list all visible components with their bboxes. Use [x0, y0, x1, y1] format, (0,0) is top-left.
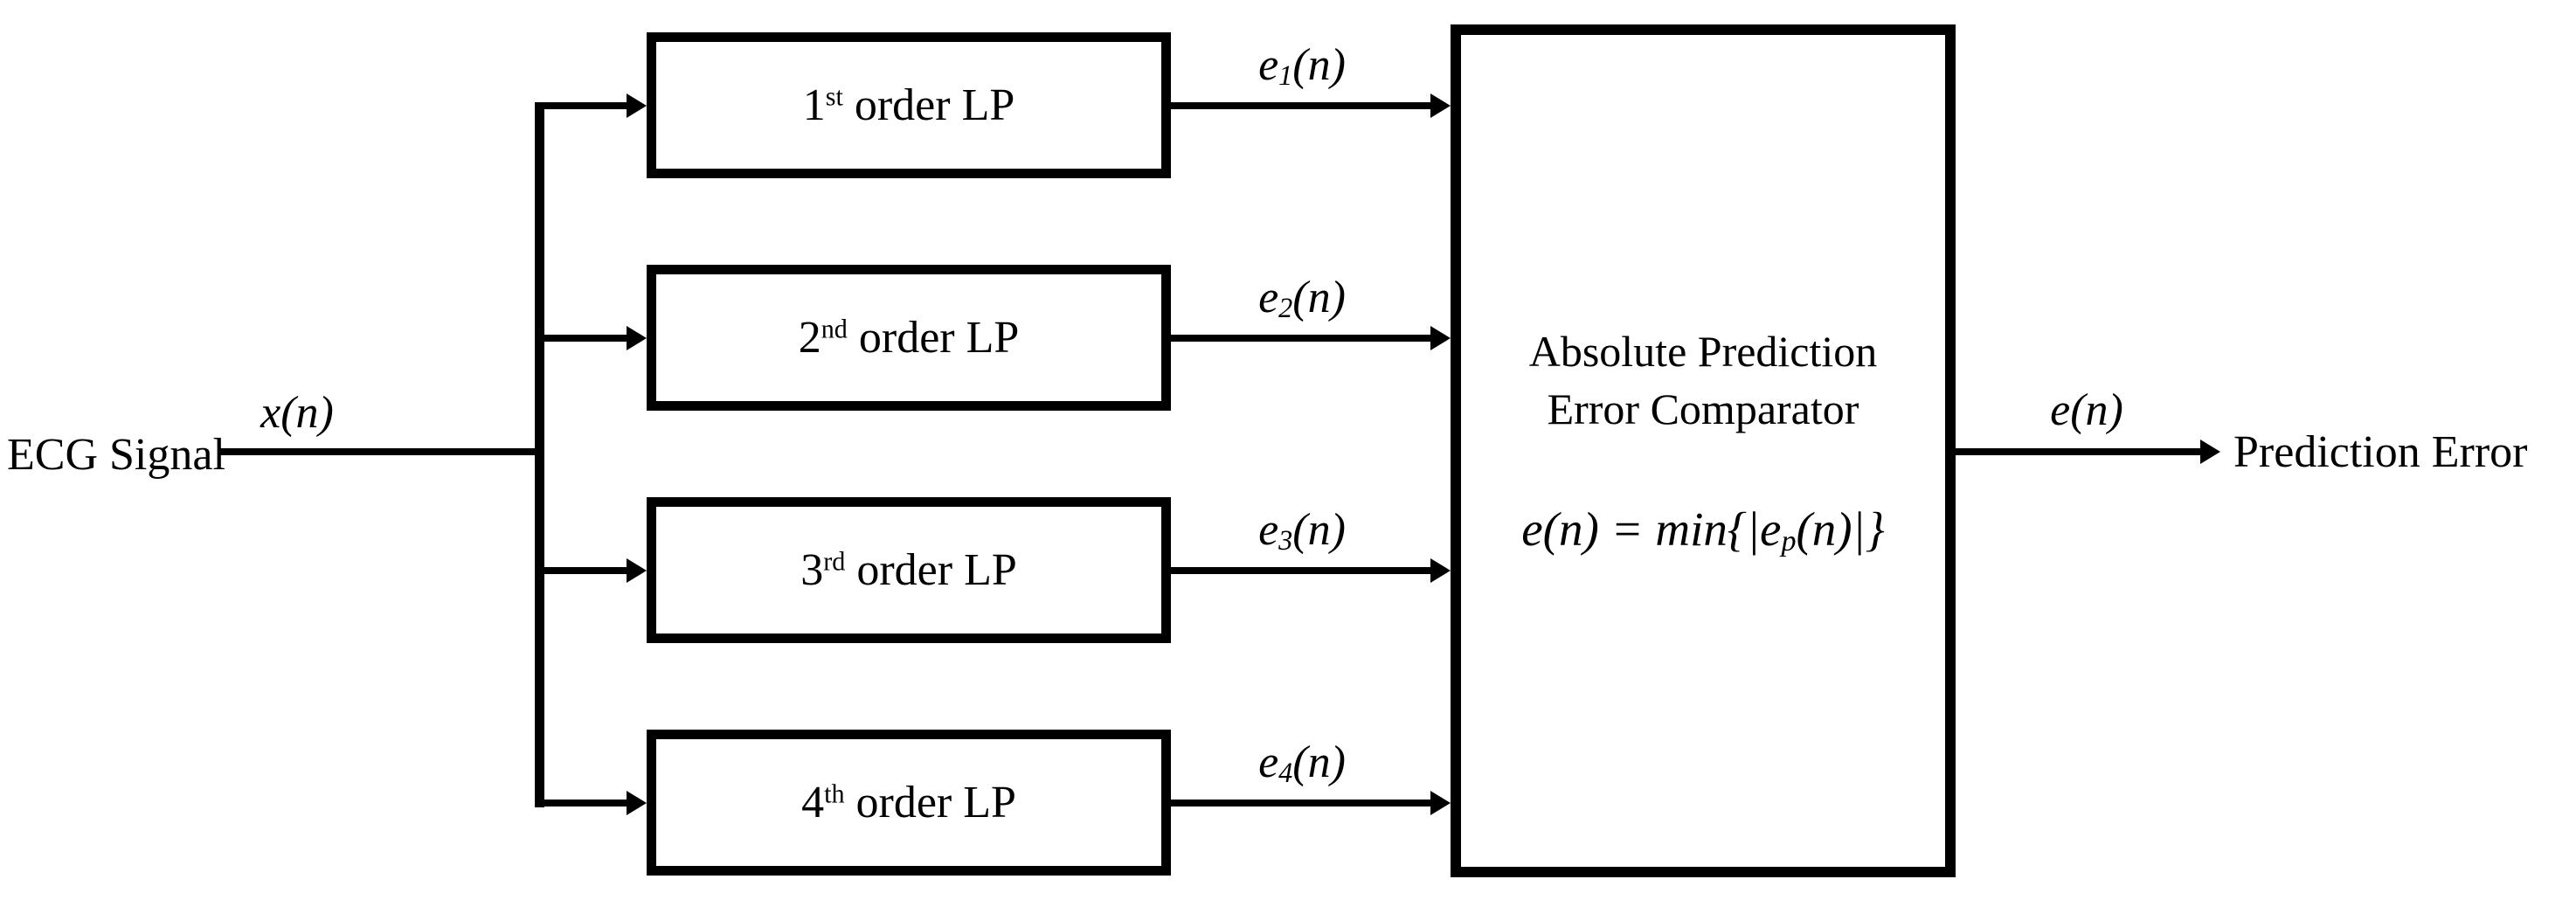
- comparator-box: [1451, 24, 1956, 877]
- arrowhead-into-filter-4: [627, 791, 647, 815]
- comparator-title: Absolute Prediction Error Comparator: [1461, 322, 1945, 438]
- input-line: [218, 448, 544, 455]
- error-signal-label-4: e4(n): [1258, 737, 1346, 788]
- output-result-label: Prediction Error: [2233, 427, 2528, 477]
- output-signal-label: e(n): [2050, 385, 2123, 435]
- error-line-3: [1166, 567, 1431, 574]
- error-line-4: [1166, 800, 1431, 807]
- error-line-2: [1166, 335, 1431, 342]
- arrowhead-error-1: [1430, 93, 1451, 118]
- branch-arm-2: [535, 335, 627, 342]
- comparator-title-line2: Error Comparator: [1547, 384, 1859, 433]
- arrowhead-into-filter-2: [627, 326, 647, 350]
- filter-box-2-label: 2nd order LP: [798, 313, 1020, 363]
- comparator-equation: e(n) = min{|ep(n)|}: [1521, 502, 1885, 558]
- branch-arm-4: [535, 800, 627, 807]
- input-source-label: ECG Signal: [7, 430, 225, 480]
- filter-box-1-label: 1st order LP: [802, 80, 1015, 130]
- arrowhead-error-3: [1430, 558, 1451, 583]
- arrowhead-into-filter-3: [627, 558, 647, 583]
- arrowhead-into-filter-1: [627, 93, 647, 118]
- filter-box-4-label: 4th order LP: [801, 778, 1016, 827]
- branch-arm-3: [535, 567, 627, 574]
- arrowhead-output: [2200, 440, 2220, 464]
- filter-box-1: 1st order LP: [647, 32, 1171, 178]
- filter-box-4: 4th order LP: [647, 730, 1171, 876]
- arrowhead-error-4: [1430, 791, 1451, 815]
- filter-box-3: 3rd order LP: [647, 497, 1171, 643]
- error-signal-label-2: e2(n): [1258, 273, 1346, 323]
- branch-arm-1: [535, 102, 627, 109]
- comparator-title-line1: Absolute Prediction: [1528, 327, 1878, 376]
- input-signal-label: x(n): [260, 388, 334, 438]
- output-line: [1956, 448, 2201, 455]
- filter-box-2: 2nd order LP: [647, 265, 1171, 411]
- filter-box-3-label: 3rd order LP: [800, 545, 1017, 595]
- error-line-1: [1166, 102, 1431, 109]
- error-signal-label-3: e3(n): [1258, 505, 1346, 556]
- branch-trunk-line: [535, 102, 544, 807]
- error-signal-label-1: e1(n): [1258, 40, 1346, 91]
- arrowhead-error-2: [1430, 326, 1451, 350]
